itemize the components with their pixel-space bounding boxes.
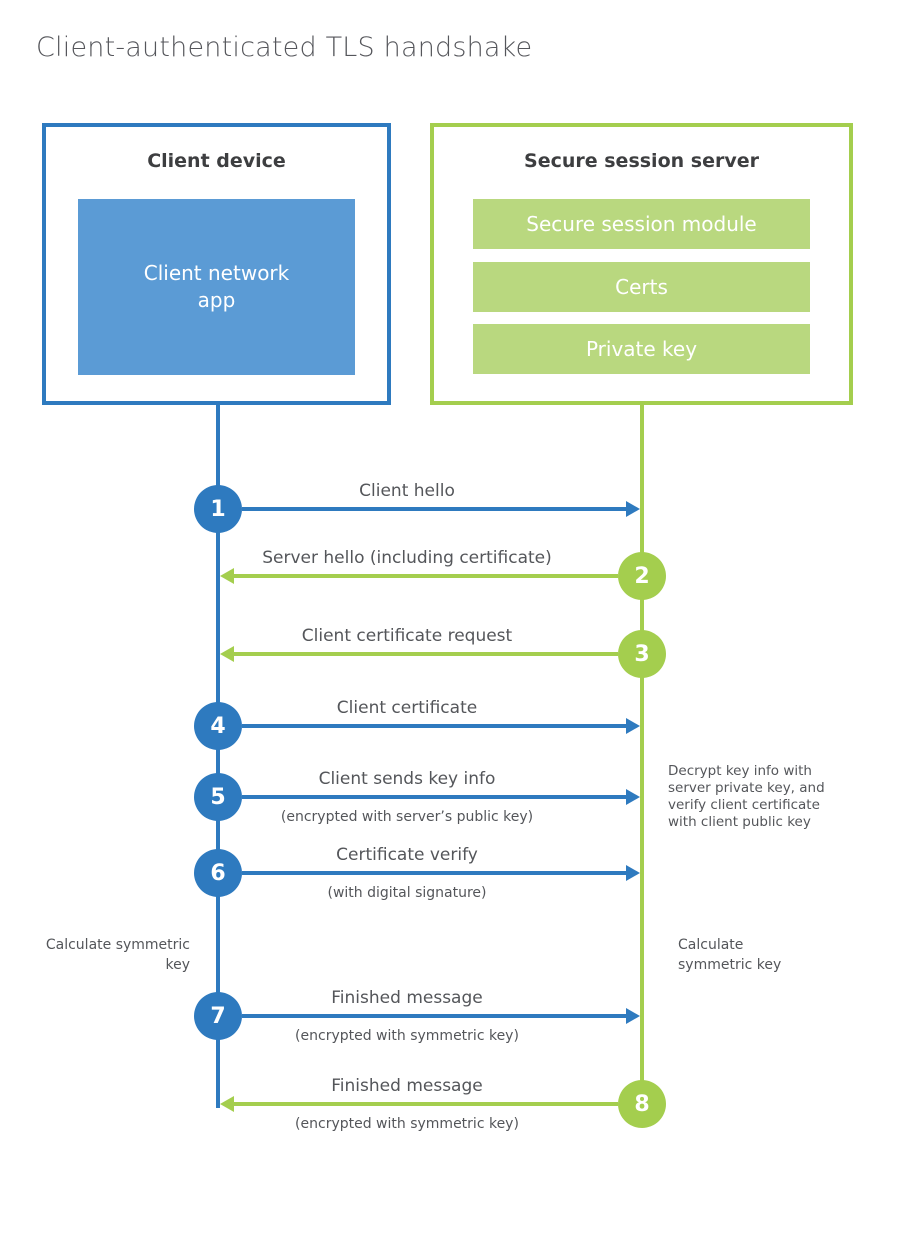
secure-session-module-box: Secure session module — [473, 199, 810, 249]
step-5-arrow-shaft — [242, 795, 626, 799]
step-8-label: Finished message — [331, 1076, 483, 1096]
step-3-number: 3 — [634, 641, 650, 667]
step-6-sublabel: (with digital signature) — [327, 885, 487, 901]
step-1-number: 1 — [210, 496, 226, 522]
client-calculate-note: Calculate symmetric key — [45, 937, 190, 973]
client-network-app-box: Client network app — [78, 199, 355, 375]
step-3-circle: 3 — [618, 630, 666, 678]
step-8-circle: 8 — [618, 1080, 666, 1128]
client-lifeline — [216, 405, 220, 1108]
step-1-arrow-shaft — [242, 507, 626, 511]
step-4-arrowhead-icon — [626, 718, 640, 734]
step-6-arrow-shaft — [242, 871, 626, 875]
step-5-sublabel: (encrypted with server’s public key) — [280, 809, 534, 825]
step-1-arrowhead-icon — [626, 501, 640, 517]
step-6-number: 6 — [210, 860, 226, 886]
step-8-number: 8 — [634, 1091, 650, 1117]
step-8-arrowhead-icon — [220, 1096, 234, 1112]
step-4-circle: 4 — [194, 702, 242, 750]
step-3-label: Client certificate request — [301, 626, 513, 646]
step-4-arrow-shaft — [242, 724, 626, 728]
step-7-arrow-shaft — [242, 1014, 626, 1018]
step-7-circle: 7 — [194, 992, 242, 1040]
client-device-title: Client device — [147, 150, 286, 172]
step-2-number: 2 — [634, 563, 650, 589]
server-decrypt-note: Decrypt key info with server private key… — [668, 763, 825, 830]
private-key-box: Private key — [473, 324, 810, 374]
secure-session-server-title: Secure session server — [524, 150, 759, 172]
step-1-label: Client hello — [359, 481, 455, 501]
step-4-number: 4 — [210, 713, 226, 739]
step-2-circle: 2 — [618, 552, 666, 600]
step-2-label: Server hello (including certificate) — [262, 548, 552, 568]
step-1-circle: 1 — [194, 485, 242, 533]
step-5-label: Client sends key info — [318, 769, 496, 789]
step-7-label: Finished message — [331, 988, 483, 1008]
step-2-arrow-shaft — [234, 574, 618, 578]
step-5-circle: 5 — [194, 773, 242, 821]
page-title: Client-authenticated TLS handshake — [36, 32, 533, 63]
certs-box: Certs — [473, 262, 810, 312]
step-8-arrow-shaft — [234, 1102, 618, 1106]
step-8-sublabel: (encrypted with symmetric key) — [295, 1116, 519, 1132]
server-calculate-note: Calculate symmetric key — [678, 937, 782, 973]
step-7-arrowhead-icon — [626, 1008, 640, 1024]
step-6-circle: 6 — [194, 849, 242, 897]
step-3-arrow-shaft — [234, 652, 618, 656]
step-6-label: Certificate verify — [336, 845, 478, 865]
step-6-arrowhead-icon — [626, 865, 640, 881]
step-2-arrowhead-icon — [220, 568, 234, 584]
step-7-number: 7 — [210, 1003, 226, 1029]
server-lifeline — [640, 405, 644, 1104]
step-5-arrowhead-icon — [626, 789, 640, 805]
step-4-label: Client certificate — [336, 698, 478, 718]
step-3-arrowhead-icon — [220, 646, 234, 662]
step-5-number: 5 — [210, 784, 226, 810]
step-7-sublabel: (encrypted with symmetric key) — [295, 1028, 519, 1044]
